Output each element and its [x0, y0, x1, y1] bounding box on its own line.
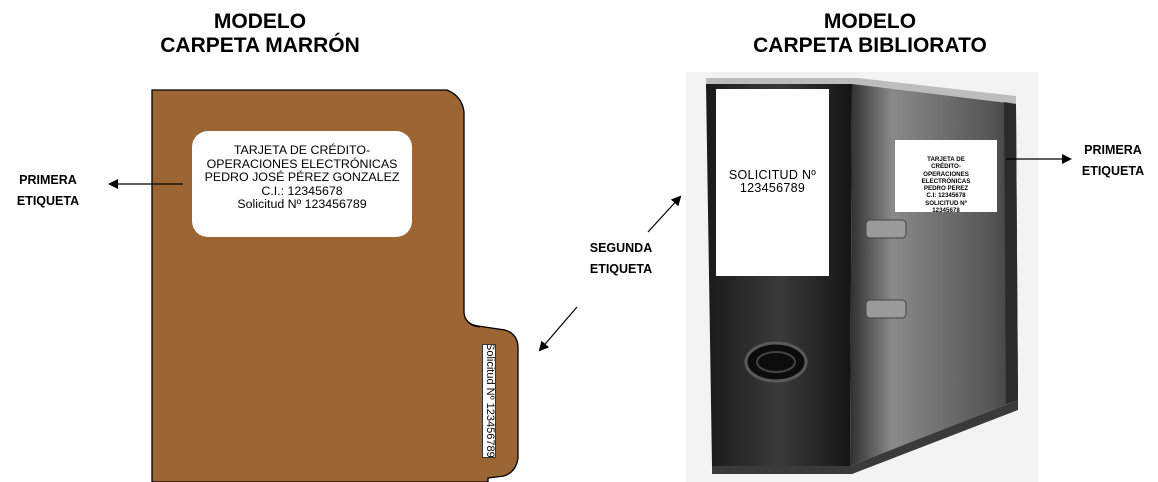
binder-rivet-bottom: [865, 299, 907, 319]
left-primera-callout: PRIMERA ETIQUETA: [0, 170, 96, 212]
left-title: MODELO CARPETA MARRÓN: [130, 10, 390, 58]
segunda-arrow-down: [538, 306, 578, 352]
binder-bottom-edge: [712, 400, 1018, 474]
brown-label-line-5: Solicitud Nº 123456789: [237, 197, 367, 211]
binder-spine-label-line1: SOLICITUD Nº: [728, 168, 817, 182]
right-callout-line1: PRIMERA: [1084, 143, 1142, 157]
binder-cover-label-line-6: C.I: 12345678: [926, 192, 966, 200]
left-title-line1: MODELO: [213, 10, 307, 33]
right-title-line1: MODELO: [823, 10, 917, 33]
binder-cover-label-line-2: CRÉDITO-: [931, 163, 961, 171]
binder-cover-label-line-5: PEDRO PEREZ: [923, 185, 969, 193]
binder-cover-label: TARJETA DE CRÉDITO- OPERACIONES ELECTRÓN…: [895, 140, 997, 215]
binder-cover-label-line-1: TARJETA DE: [927, 156, 965, 163]
segunda-arrow-up: [647, 195, 682, 233]
brown-folder-tab-edge: [463, 312, 481, 328]
binder-top-edge: [706, 78, 1016, 104]
right-title-line2: CARPETA BIBLIORATO: [753, 34, 987, 57]
binder-cover-label-line-7: SOLICITUD Nº: [925, 199, 967, 207]
brown-label-line-1: TARJETA DE CRÉDITO-: [233, 143, 371, 157]
binder-cover-edge: [1004, 102, 1018, 404]
brown-label-line-4: C.I.: 12345678: [261, 183, 343, 198]
brown-folder-tab-label-box: Solicitud Nº 123456789: [482, 344, 496, 458]
right-title: MODELO CARPETA BIBLIORATO: [720, 10, 1020, 58]
binder-ring-hole-inner: [756, 351, 796, 373]
brown-folder-label: TARJETA DE CRÉDITO- OPERACIONES ELECTRÓN…: [192, 131, 412, 237]
left-callout-line2: ETIQUETA: [16, 194, 80, 208]
right-primera-callout: PRIMERA ETIQUETA: [1068, 140, 1158, 182]
binder-cover-label-line-4: ELECTRÓNICAS: [921, 177, 971, 185]
binder-cover-label-line-8: 12345678: [932, 207, 960, 215]
left-title-line2: CARPETA MARRÓN: [160, 34, 360, 57]
binder-rivet-top: [865, 219, 907, 239]
right-callout-line2: ETIQUETA: [1081, 164, 1145, 178]
binder-spine-label: SOLICITUD Nº 123456789: [716, 89, 829, 276]
binder-ring-hole: [744, 341, 808, 383]
segunda-callout: SEGUNDA ETIQUETA: [566, 238, 676, 280]
left-callout-line1: PRIMERA: [19, 173, 77, 187]
binder-cover-label-line-3: OPERACIONES: [923, 170, 969, 178]
segunda-callout-line2: ETIQUETA: [589, 262, 653, 276]
segunda-callout-line1: SEGUNDA: [589, 241, 653, 255]
brown-label-line-2: OPERACIONES ELECTRÓNICAS: [206, 156, 398, 171]
binder-spine-label-line2: 123456789: [739, 181, 806, 195]
brown-label-line-3: PEDRO JOSÉ PÉREZ GONZALEZ: [204, 170, 400, 184]
